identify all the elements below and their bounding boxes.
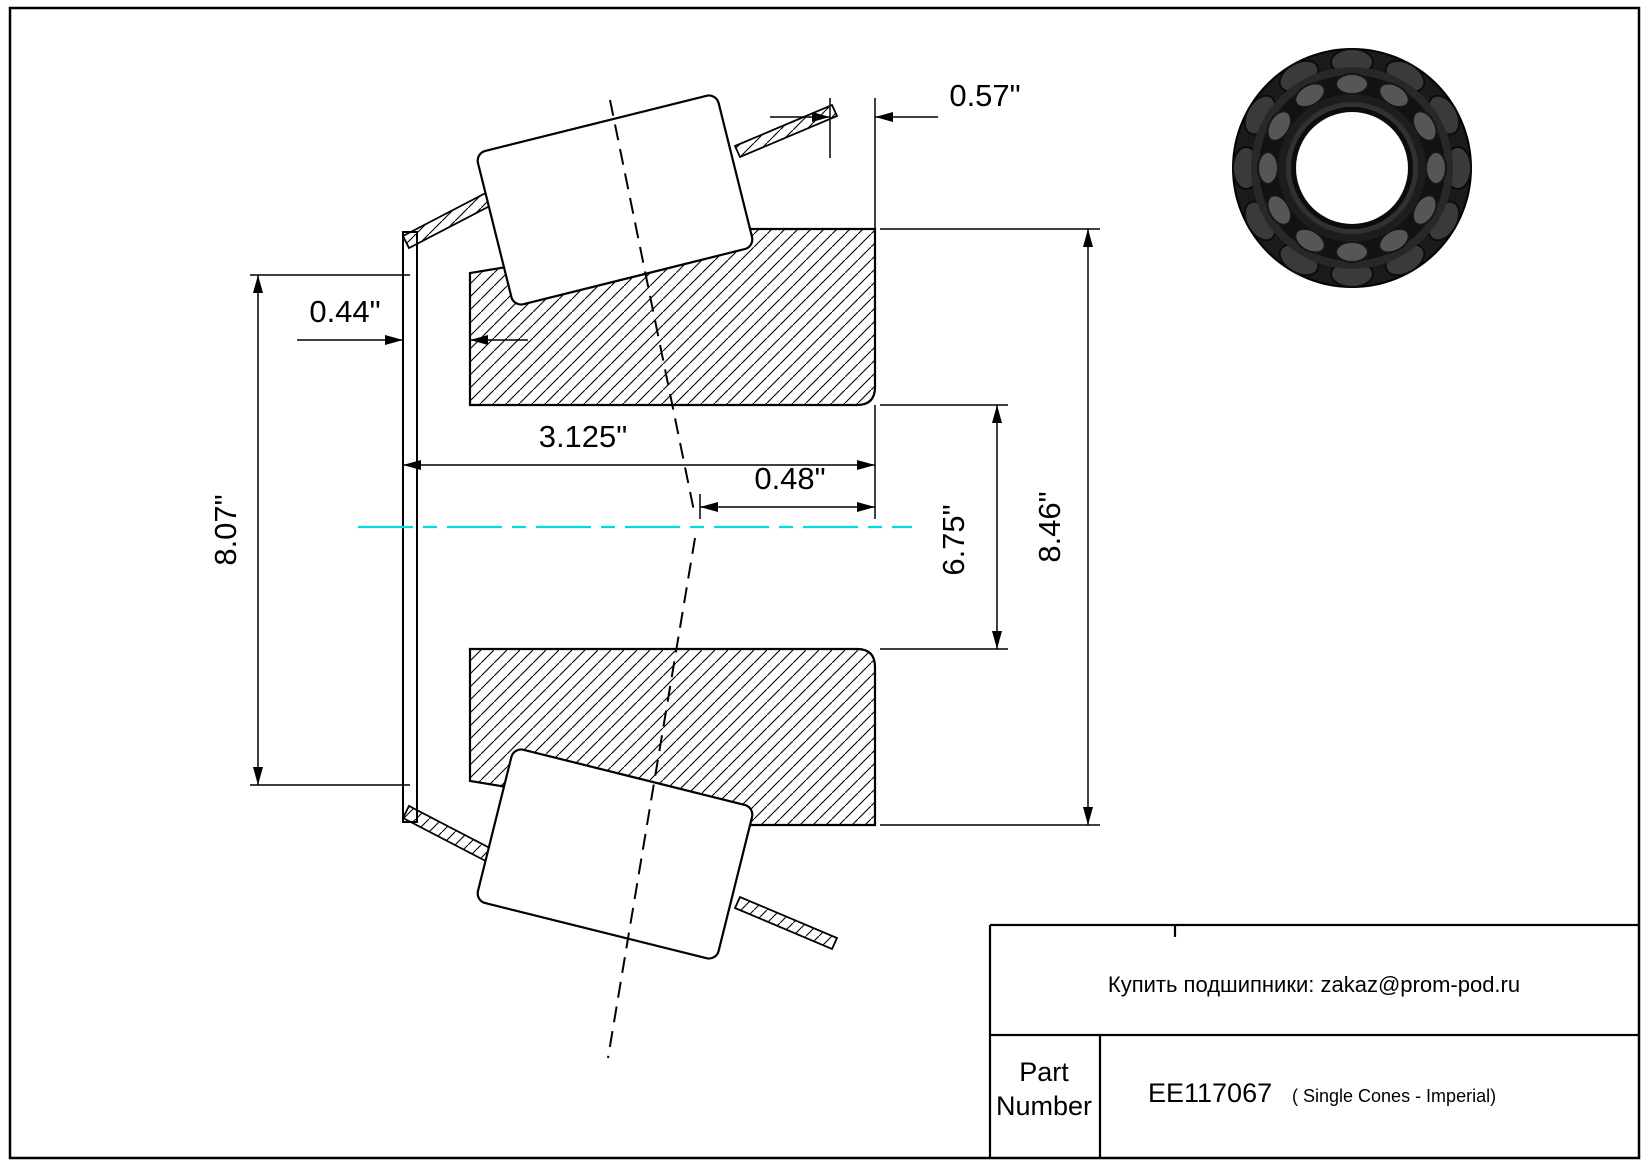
part-number-label-line1: Part <box>1019 1057 1069 1087</box>
dim-label-back-face-width: 0.44" <box>309 294 380 329</box>
dim-label-flange-diameter: 8.07" <box>208 494 243 565</box>
title-block: Купить подшипники: zakaz@prom-pod.ru Par… <box>988 923 1639 1158</box>
bearing-bore <box>1296 112 1408 224</box>
part-number-value: EE117067 <box>1148 1078 1272 1108</box>
dimension-flange-diameter: 8.07" <box>208 274 410 786</box>
roller-upper <box>476 94 754 306</box>
cage-strip-upper-right <box>733 103 839 159</box>
roller-axis-lower <box>607 537 696 1059</box>
dimension-back-face-width: 0.44" <box>297 294 528 345</box>
dim-label-cone-width: 3.125" <box>539 419 628 454</box>
dimension-bore-diameter: 6.75" <box>880 404 1008 650</box>
dimension-outer-diameter: 8.46" <box>880 228 1100 826</box>
dim-label-outer-diameter: 8.46" <box>1032 491 1067 562</box>
bearing-photo <box>1232 48 1472 288</box>
dimension-flange-offset: 0.57" <box>770 78 1021 229</box>
bearing-section-view <box>401 94 877 1059</box>
dimension-apex-offset: 0.48" <box>699 461 875 519</box>
seller-note: Купить подшипники: zakaz@prom-pod.ru <box>1108 972 1520 997</box>
dim-label-apex-offset: 0.48" <box>754 461 825 496</box>
dim-label-bore-diameter: 6.75" <box>936 504 971 575</box>
drawing-border <box>8 6 1641 1160</box>
roller-axis-upper <box>609 99 696 517</box>
dimension-cone-width: 3.125" <box>403 405 876 519</box>
part-number-label-line2: Number <box>996 1091 1092 1121</box>
dim-label-flange-offset: 0.57" <box>949 78 1020 113</box>
cage-strip-lower-right <box>733 895 839 951</box>
roller-lower <box>476 748 754 960</box>
part-type: ( Single Cones - Imperial) <box>1292 1086 1496 1106</box>
